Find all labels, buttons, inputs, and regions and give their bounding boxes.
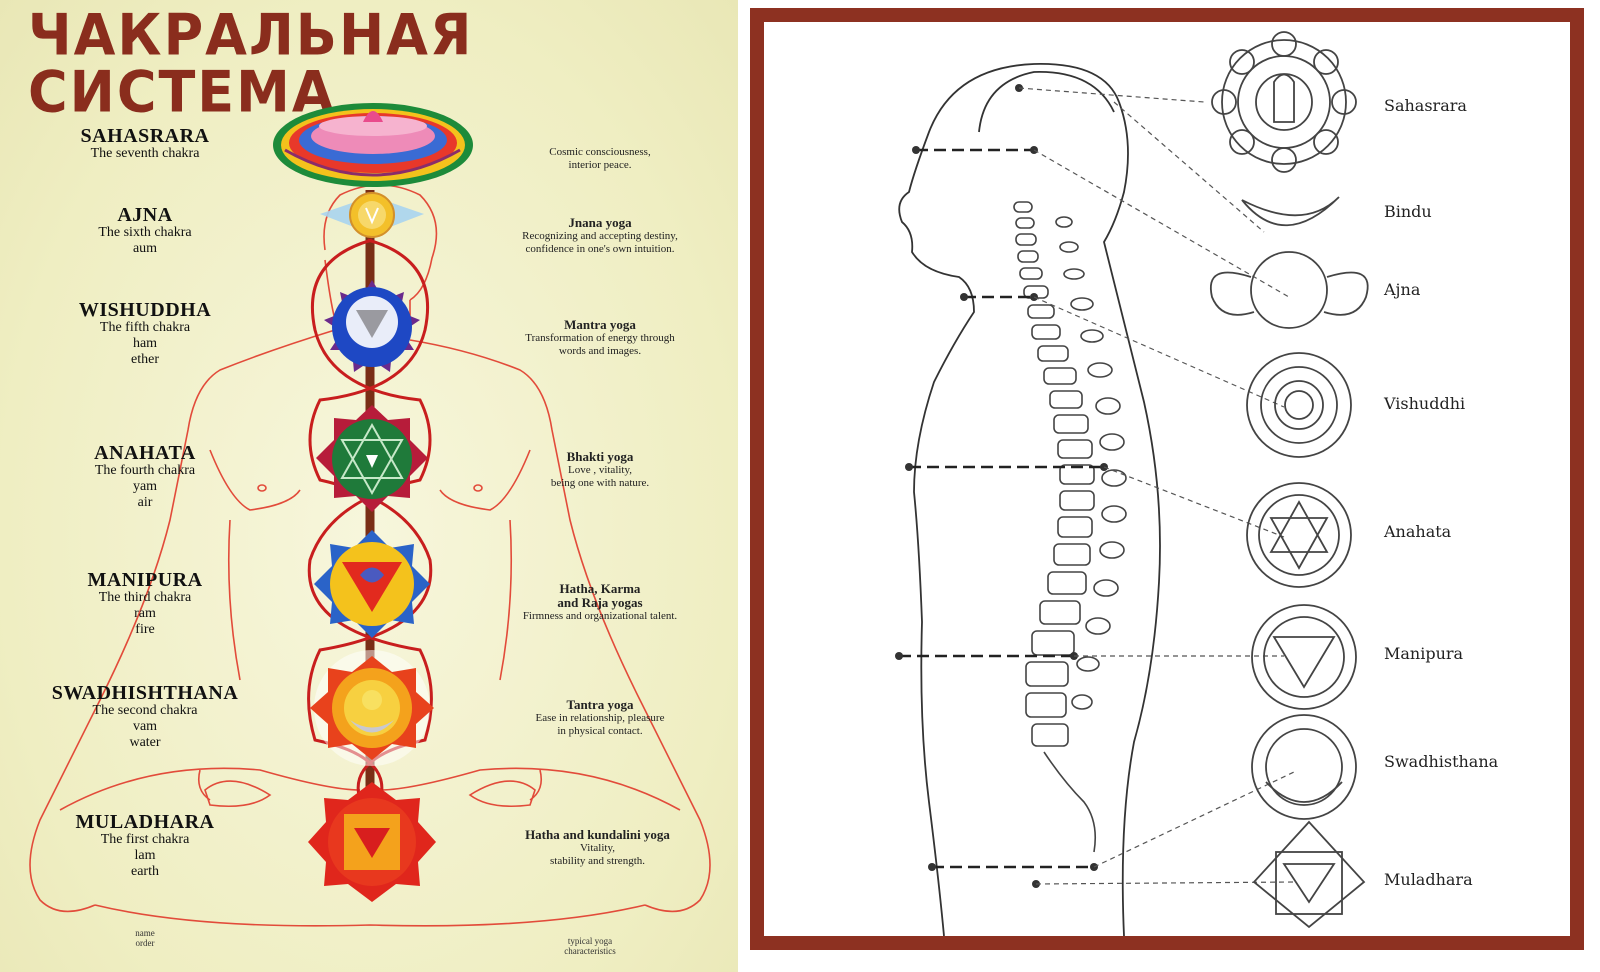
sahasrara-lotus-icon <box>273 103 473 187</box>
human-profile-outline <box>898 63 1161 936</box>
leader-lines <box>1018 87 1295 885</box>
ajna-symbol-icon <box>1210 251 1369 329</box>
bindu-symbol-icon <box>1241 196 1340 227</box>
desc-ajna: Jnana yoga Recognizing and accepting des… <box>522 215 678 256</box>
chakra-poster: ЧАКРАЛЬНАЯ СИСТЕМА <box>0 0 738 972</box>
anahata-chakra-icon <box>316 405 428 512</box>
chakra-level-lines <box>899 148 1104 869</box>
label-vishuddhi: Vishuddhi <box>1384 394 1466 413</box>
label-wishuddha: WISHUDDHA The fifth chakra ham ether <box>78 299 212 367</box>
spine-chakra-diagram: Sahasrara Bindu Ajna Vishuddhi Anahata M… <box>750 8 1584 950</box>
label-muladhara: MULADHARA The first chakra lam earth <box>75 811 215 879</box>
desc-muladhara: Hatha and kundalini yoga Vitality, stabi… <box>525 827 670 868</box>
label-swadhishthana: SWADHISHTHANA The second chakra vam wate… <box>51 682 239 750</box>
label-ajna: AJNA The sixth chakra aum <box>98 204 192 256</box>
desc-wishuddha: Mantra yoga Transformation of energy thr… <box>525 317 675 358</box>
muladhara-chakra-icon <box>308 782 436 902</box>
wishuddha-chakra-icon <box>324 280 420 372</box>
label-manipura: MANIPURA The third chakra ram fire <box>87 569 203 637</box>
meditating-body-outline <box>29 184 711 927</box>
manipura-chakra-icon <box>314 530 430 638</box>
desc-sahasrara: Cosmic consciousness, interior peace. <box>549 146 651 171</box>
ajna-chakra-icon <box>320 192 424 238</box>
label-ajna-right: Ajna <box>1384 280 1421 299</box>
poster-illustration <box>29 103 711 927</box>
chakra-symbols <box>1210 31 1369 929</box>
label-anahata: ANAHATA The fourth chakra yam air <box>94 442 196 510</box>
label-muladhara-right: Muladhara <box>1384 870 1473 889</box>
manipura-symbol-icon <box>1251 604 1357 710</box>
swadhisthana-symbol-icon <box>1251 714 1357 820</box>
label-bindu: Bindu <box>1384 202 1432 221</box>
desc-manipura: Hatha, Karma and Raja yogas Firmness and… <box>522 581 678 623</box>
chakra-level-dots <box>895 84 1108 888</box>
desc-swadhishthana: Tantra yoga Ease in relationship, pleasu… <box>535 697 665 738</box>
muladhara-symbol-icon <box>1252 820 1366 929</box>
sahasrara-symbol-icon <box>1211 31 1357 173</box>
footer-legend-left: name order <box>135 928 155 948</box>
spine-vertebrae <box>1013 201 1127 853</box>
swadhishthana-chakra-icon <box>310 650 434 766</box>
anahata-symbol-icon <box>1246 482 1352 588</box>
label-sahasrara-right: Sahasrara <box>1384 96 1467 115</box>
label-manipura-right: Manipura <box>1384 644 1464 663</box>
vishuddhi-symbol-icon <box>1246 352 1352 458</box>
footer-legend-right: typical yoga characteristics <box>564 936 616 956</box>
nadi-channels <box>307 238 433 821</box>
label-sahasrara: SAHASRARA The seventh chakra <box>80 125 210 161</box>
label-swadhisthana: Swadhisthana <box>1384 752 1499 771</box>
spine-illustration <box>895 31 1369 936</box>
poster-title: ЧАКРАЛЬНАЯ СИСТЕМА <box>28 2 474 125</box>
label-anahata-right: Anahata <box>1384 522 1452 541</box>
desc-anahata: Bhakti yoga Love , vitality, being one w… <box>550 449 650 490</box>
